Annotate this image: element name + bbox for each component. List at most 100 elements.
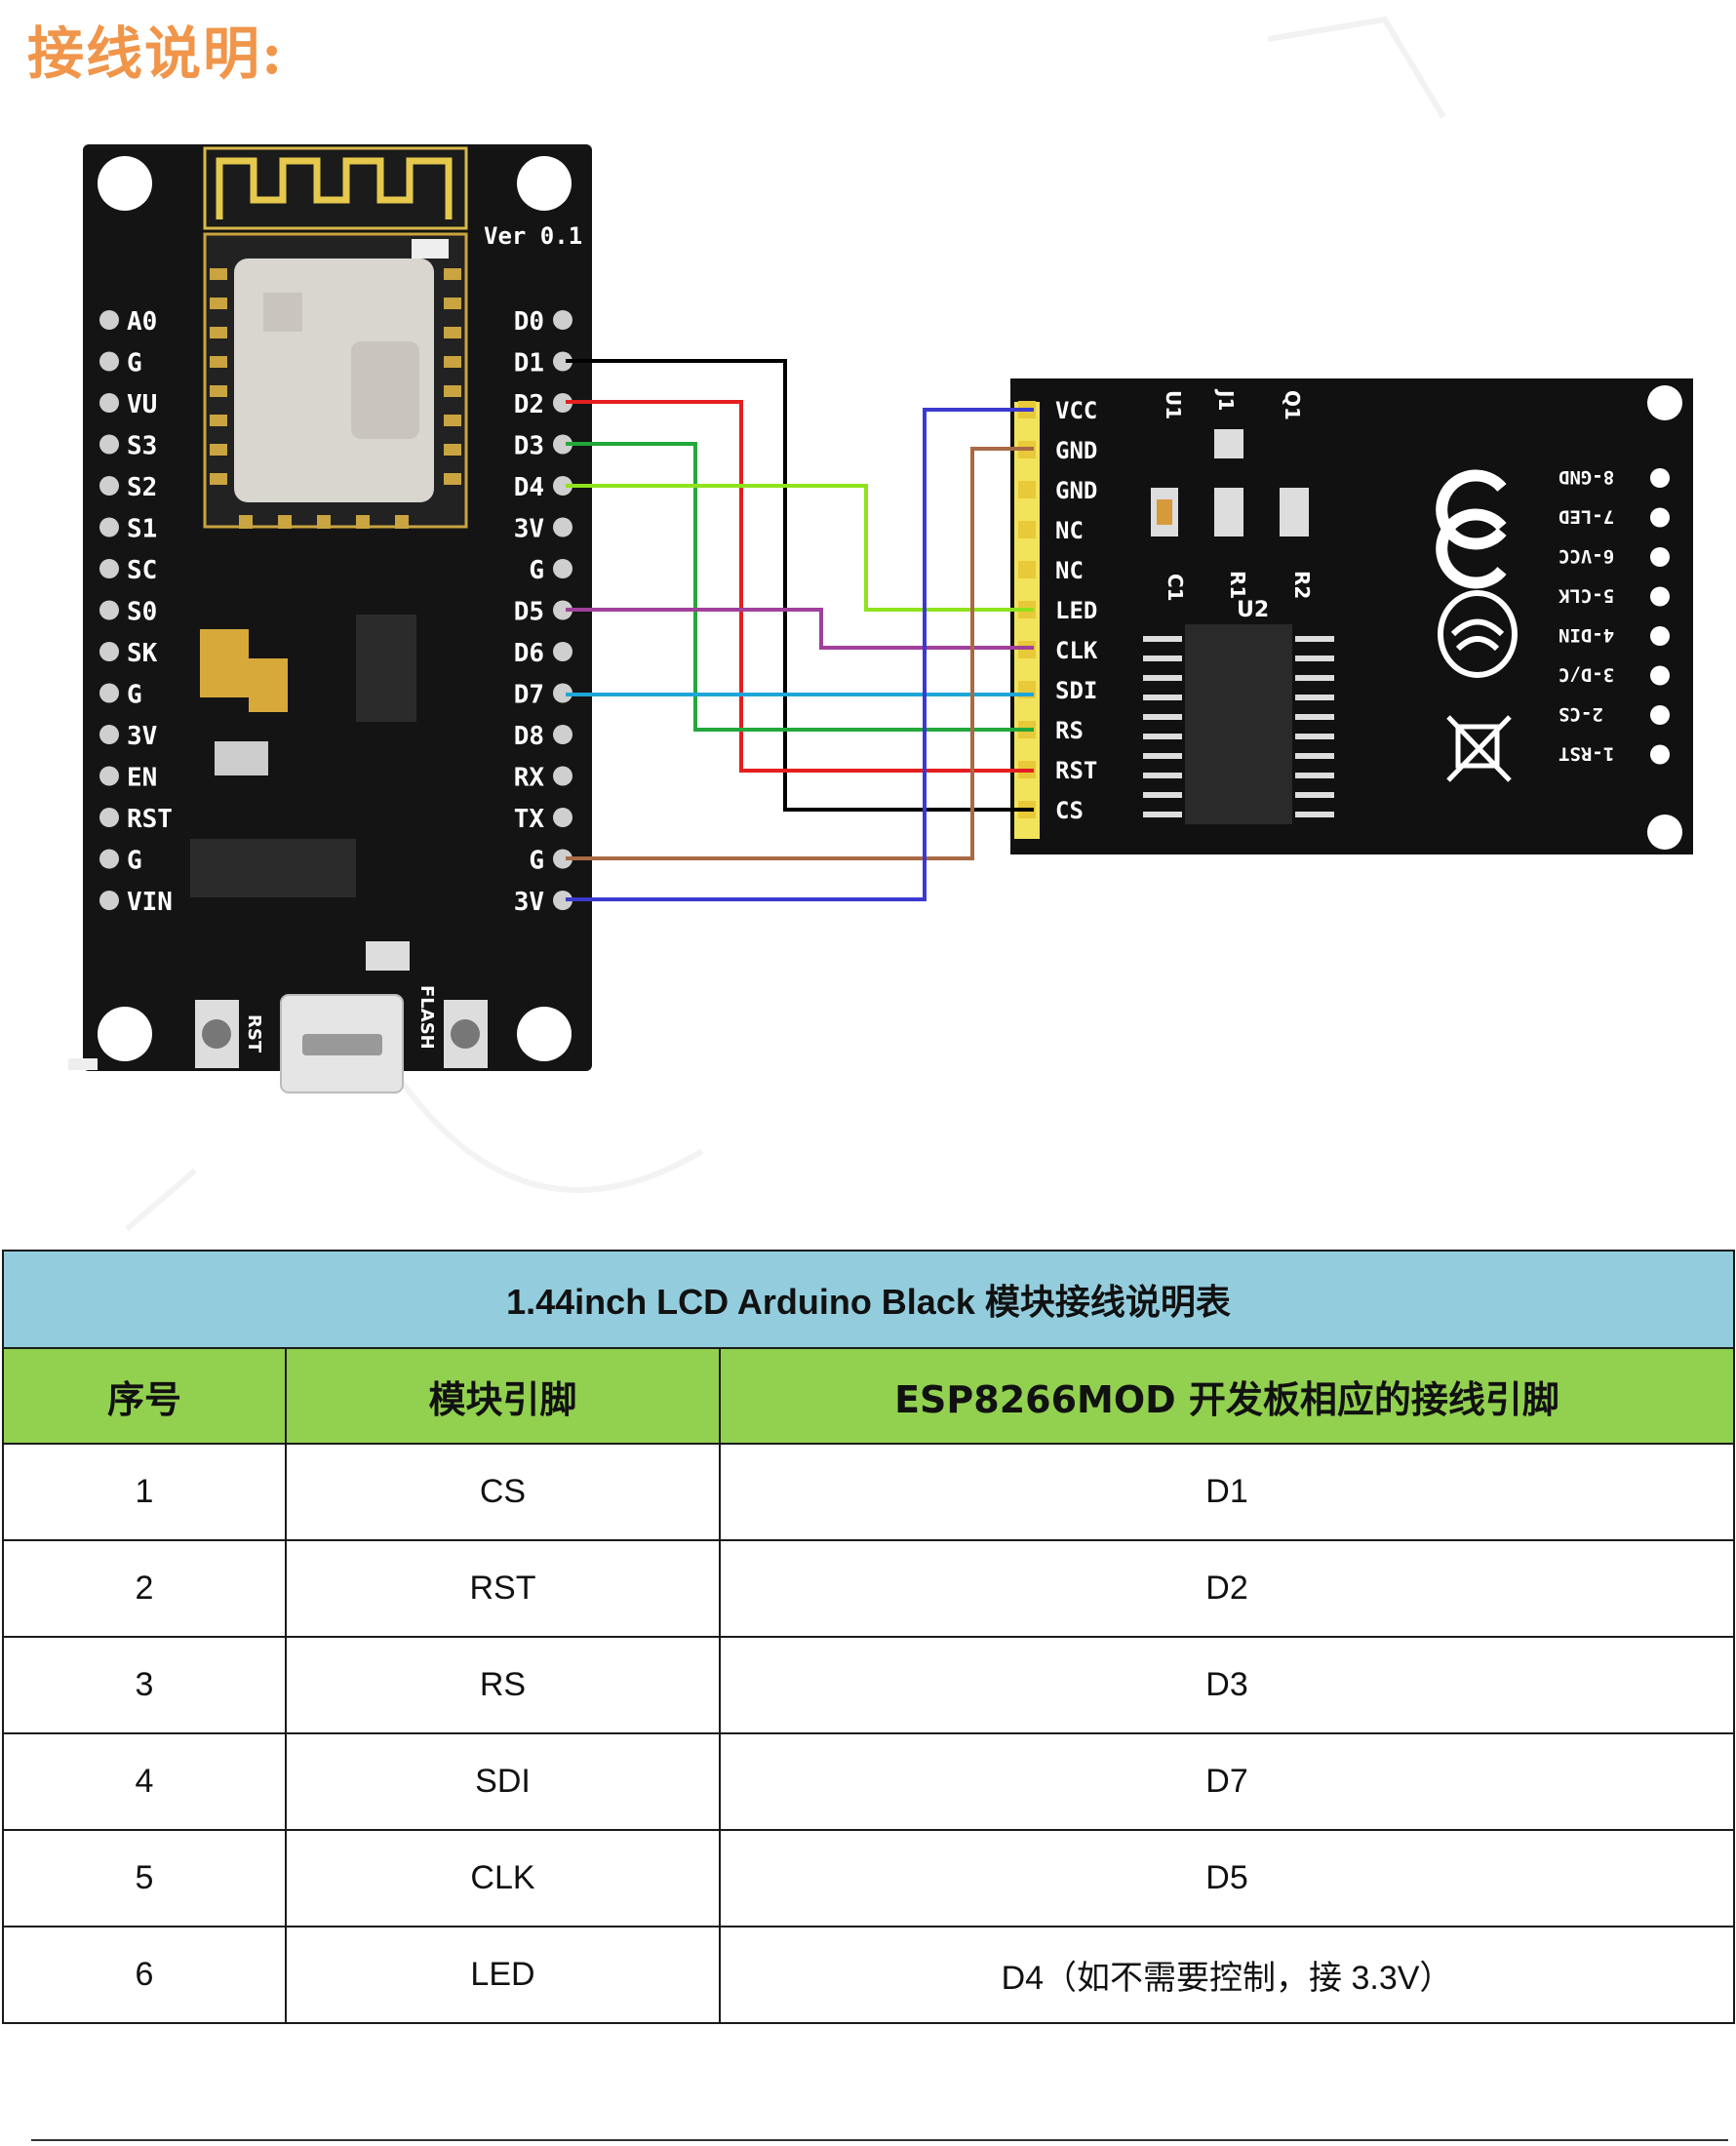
pin-hole	[553, 393, 572, 413]
lcd-right-pin-label: 6-VCC	[1558, 545, 1614, 567]
wiring-table: 1.44inch LCD Arduino Black 模块接线说明表 序号 模块…	[2, 1250, 1735, 2024]
cell-no: 6	[2, 1926, 287, 2024]
pin-hole	[553, 725, 572, 744]
right-pin-label: D8	[514, 722, 544, 751]
wire-3V-VCC	[566, 408, 1034, 901]
pin-hole	[553, 766, 572, 786]
lcd-pin	[1018, 481, 1036, 498]
table-row: 4 SDI D7	[2, 1732, 1735, 1831]
pin-hole	[99, 600, 119, 620]
footer-divider	[31, 2139, 1728, 2141]
pin-hole	[553, 351, 572, 372]
lcd-right-pin-label: 4-DIN	[1558, 624, 1614, 646]
pin-hole	[99, 393, 119, 413]
pin-hole	[553, 476, 572, 496]
left-pin-label: SK	[127, 639, 158, 668]
left-pin-label: A0	[127, 307, 157, 337]
lcd-pin-label: SDI	[1055, 677, 1097, 704]
lcd-pin	[1018, 561, 1036, 578]
j1-label: J1	[1214, 388, 1238, 411]
pin-hole	[99, 310, 119, 330]
right-pin-label: D4	[514, 473, 544, 502]
right-pin-label: G	[529, 847, 544, 876]
lcd-right-pin	[1650, 665, 1670, 686]
pin-hole	[99, 849, 119, 869]
cell-no: 2	[2, 1539, 287, 1638]
cell-no: 1	[2, 1443, 287, 1541]
ce-e-icon	[1436, 508, 1507, 589]
lcd-pin-label: LED	[1055, 597, 1097, 624]
cell-board-pin: D3	[719, 1636, 1735, 1734]
cell-module-pin: CLK	[285, 1829, 721, 1927]
right-pin-label: TX	[514, 805, 545, 834]
cell-module-pin: RST	[285, 1539, 721, 1638]
wire-D5-CLK	[566, 608, 1034, 650]
cell-module-pin: SDI	[285, 1732, 721, 1831]
pin-hole	[99, 434, 119, 455]
right-pin-label: D2	[514, 390, 544, 419]
left-pin-label: RST	[127, 805, 173, 834]
pin-hole	[553, 559, 572, 578]
table-row: 5 CLK D5	[2, 1829, 1735, 1927]
page-title: 接线说明:	[27, 20, 285, 87]
left-pin-label: S1	[127, 515, 157, 544]
wires	[566, 359, 1034, 901]
right-pin-label: 3V	[514, 888, 544, 917]
wire-D4-LED	[566, 484, 1034, 612]
cell-no: 4	[2, 1732, 287, 1831]
pin-hole	[553, 891, 572, 910]
left-pin-label: G	[127, 681, 142, 710]
lcd-right-pin-label: 3-D/C	[1558, 664, 1614, 686]
pin-hole	[99, 683, 119, 703]
pin-hole	[553, 434, 572, 455]
wire-D3-RS	[566, 442, 1034, 732]
pin-hole	[99, 476, 119, 496]
lcd-right-pin-label: 1-RST	[1558, 743, 1614, 765]
left-pin-label: S3	[127, 432, 157, 461]
lcd-pin-label: RST	[1055, 757, 1097, 784]
table-row: 6 LED D4（如不需要控制，接 3.3V）	[2, 1926, 1735, 2024]
pin-hole	[99, 725, 119, 744]
cell-module-pin: CS	[285, 1443, 721, 1541]
pin-hole	[99, 642, 119, 661]
lcd-module: U2 C1 R1 R2 U1 J1 Q1 VCCGNDGNDNCNCLEDCLK…	[1010, 378, 1693, 854]
table-row: 3 RS D3	[2, 1636, 1735, 1734]
right-pin-label: D1	[514, 349, 544, 378]
cell-board-pin: D4（如不需要控制，接 3.3V）	[719, 1926, 1735, 2024]
lcd-pin-label: RS	[1055, 717, 1084, 744]
table-row: 1 CS D1	[2, 1443, 1735, 1541]
lcd-right-pin	[1650, 507, 1670, 528]
cell-module-pin: RS	[285, 1636, 721, 1734]
lcd-pin-label: NC	[1055, 517, 1084, 544]
u1-label: U1	[1162, 390, 1185, 419]
pin-hole	[553, 849, 572, 869]
left-pin-label: S0	[127, 598, 157, 627]
table-caption: 1.44inch LCD Arduino Black 模块接线说明表	[2, 1250, 1735, 1349]
left-pin-label: G	[127, 847, 142, 876]
right-pin-label: 3V	[514, 515, 544, 544]
pin-hole	[553, 683, 572, 703]
ce-c-icon	[1436, 469, 1507, 550]
left-pin-label: 3V	[127, 722, 157, 751]
header-no: 序号	[2, 1347, 287, 1445]
nodemcu-board: Ver 0.1 RST FLASH A0GVUS3S2S1SCS0SKG3VEN…	[68, 144, 592, 1093]
wire-D1-CS	[566, 359, 1034, 812]
pin-hole	[553, 310, 572, 330]
c1-label: C1	[1164, 574, 1187, 602]
lcd-pin-label: GND	[1055, 437, 1097, 464]
pin-hole	[99, 351, 119, 372]
left-pin-label: S2	[127, 473, 157, 502]
cell-module-pin: LED	[285, 1926, 721, 2024]
lcd-right-pin	[1650, 626, 1670, 646]
pin-hole	[553, 517, 572, 537]
lcd-right-pin-label: 8-GND	[1558, 466, 1614, 488]
pin-hole	[99, 766, 119, 786]
right-pin-label: D6	[514, 639, 544, 668]
lcd-pin-label: NC	[1055, 557, 1084, 584]
pin-hole	[553, 808, 572, 827]
board-version: Ver 0.1	[484, 222, 582, 250]
cell-no: 3	[2, 1636, 287, 1734]
u2-label: U2	[1237, 598, 1269, 622]
r1-label: R1	[1226, 571, 1249, 599]
